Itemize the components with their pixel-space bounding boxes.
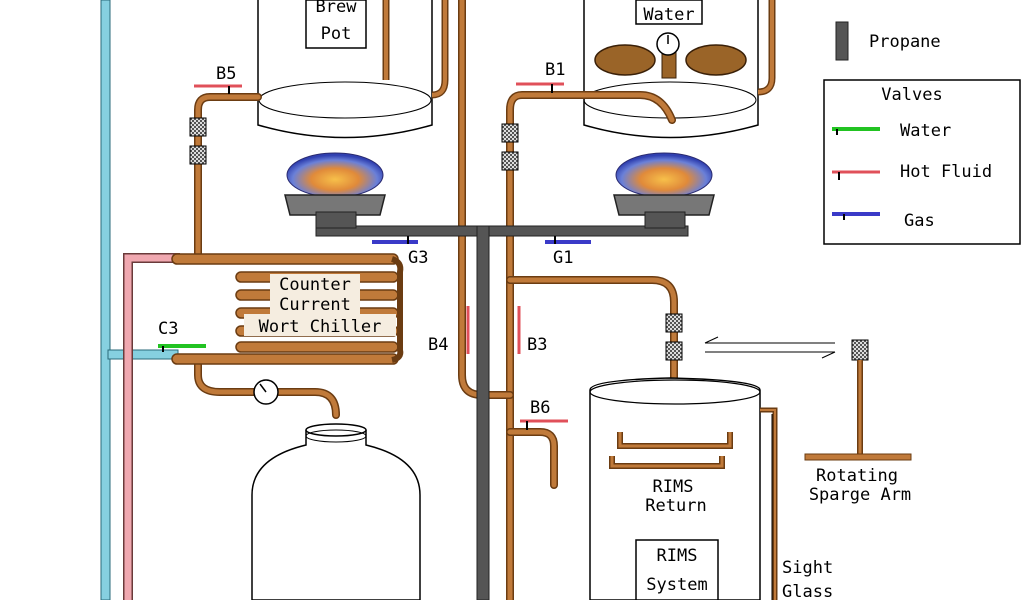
valve-b1: B1	[516, 60, 565, 93]
legend-title: Valves	[881, 85, 942, 105]
valve-c3-label: C3	[158, 319, 178, 339]
valve-g3-label: G3	[408, 248, 428, 268]
valve-b5-label: B5	[216, 64, 236, 84]
sparge-label-1: Rotating	[816, 466, 898, 486]
hot-liquor-tank: Water	[583, 0, 776, 139]
valve-b3: B3	[517, 306, 547, 355]
chiller-label-2: Current	[279, 295, 351, 315]
brew-pot: Brew Pot	[257, 0, 449, 139]
brew-pot-label-1: Brew	[316, 0, 358, 17]
chiller-label-1: Counter	[279, 275, 351, 295]
legend-hot-fluid-label: Hot Fluid	[900, 162, 992, 182]
propane-label: Propane	[869, 32, 941, 52]
rotation-arrows-icon	[704, 336, 836, 359]
valve-g1-label: G1	[553, 248, 573, 268]
rims-system-label-2: System	[646, 575, 707, 595]
valve-b3-label: B3	[527, 335, 547, 355]
valve-g1: G1	[545, 236, 591, 268]
burner-right	[613, 152, 715, 229]
sight-glass-label-1: Sight	[782, 558, 833, 578]
propane-swatch	[835, 21, 849, 61]
valve-b1-label: B1	[545, 60, 565, 80]
rims-mash-tun: RIMS Return RIMS System	[589, 377, 778, 601]
copper-pipes	[194, 0, 678, 604]
thermometer-chiller	[253, 379, 279, 405]
valve-b6-label: B6	[530, 398, 550, 418]
legend-gas-label: Gas	[904, 211, 935, 231]
pink-return-pipe	[123, 253, 180, 600]
burner-left	[284, 152, 386, 229]
water-supply-pipe	[100, 0, 179, 601]
rims-return-label-1: RIMS	[653, 477, 694, 497]
legend-item-water: Water	[832, 121, 951, 141]
valve-b4: B4	[428, 306, 470, 355]
brew-pot-label-2: Pot	[321, 24, 352, 44]
valve-c3: C3	[158, 319, 206, 352]
propane-gas-pipes	[315, 225, 689, 601]
sparge-label-2: Sparge Arm	[809, 485, 911, 505]
chiller-label-3: Wort Chiller	[259, 317, 382, 337]
valves-legend: Valves Water Hot Fluid Gas	[823, 79, 1021, 245]
rims-system-label-1: RIMS	[657, 546, 698, 566]
legend-item-gas: Gas	[832, 211, 935, 231]
rims-return-label-2: Return	[645, 496, 706, 516]
water-label: Water	[643, 5, 694, 25]
rotating-sparge-arm: Rotating Sparge Arm	[804, 360, 912, 505]
fermenter-carboy	[251, 423, 421, 601]
legend-water-label: Water	[900, 121, 951, 141]
valve-g3: G3	[372, 236, 428, 268]
legend-item-hot-fluid: Hot Fluid	[832, 162, 992, 182]
valve-b4-label: B4	[428, 335, 448, 355]
sight-glass-label-2: Glass	[782, 582, 833, 600]
propane-key: Propane	[835, 21, 941, 61]
valve-b6: B6	[520, 398, 568, 430]
counter-current-wort-chiller: Counter Current Wort Chiller	[171, 253, 404, 365]
valve-b5: B5	[194, 64, 242, 94]
pipe-fittings	[189, 117, 869, 361]
